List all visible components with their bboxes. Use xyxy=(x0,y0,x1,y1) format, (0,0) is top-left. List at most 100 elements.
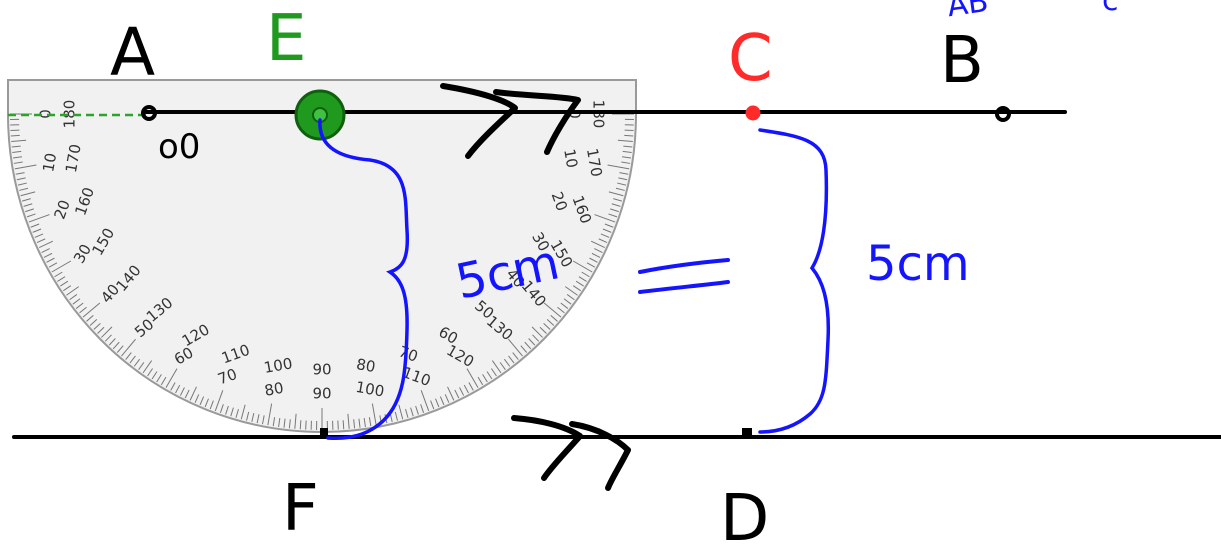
protractor-tick xyxy=(28,214,50,223)
point-b-marker[interactable] xyxy=(995,106,1011,122)
distance-brace-left xyxy=(318,118,410,441)
distance-brace-right xyxy=(758,128,831,434)
protractor-tick xyxy=(363,417,366,427)
protractor-tick xyxy=(439,396,445,406)
protractor-tick xyxy=(539,326,547,334)
protractor-tick xyxy=(572,260,593,273)
point-f-marker[interactable] xyxy=(320,428,328,438)
protractor-tick xyxy=(170,382,176,391)
protractor-tick xyxy=(608,191,624,197)
label-origin: o0 xyxy=(158,127,200,167)
protractor-tick xyxy=(610,208,619,213)
protractor-tick xyxy=(57,276,66,282)
protractor-tick xyxy=(486,371,493,380)
protractor-tick xyxy=(75,302,84,309)
protractor-tick xyxy=(93,323,101,330)
protractor-tick xyxy=(20,191,36,197)
protractor-tick xyxy=(622,150,632,154)
protractor-tick xyxy=(508,355,515,364)
protractor-tick xyxy=(512,352,519,360)
protractor-tick xyxy=(491,368,497,377)
protractor-scale-label: 170 xyxy=(62,143,85,174)
protractor-tick xyxy=(14,164,37,170)
protractor-tick xyxy=(531,326,543,338)
protractor-tick xyxy=(261,415,265,425)
protractor-tick xyxy=(578,276,587,282)
protractor-tick xyxy=(566,294,575,301)
protractor-tick xyxy=(272,417,276,427)
protractor-scale-label: 90 xyxy=(312,385,331,403)
protractor-scale-label: 70 xyxy=(215,365,239,388)
protractor-ticks xyxy=(10,113,634,430)
protractor-tick xyxy=(617,139,633,143)
protractor-tick xyxy=(79,306,87,314)
protractor-tick xyxy=(466,368,479,388)
protractor-tick xyxy=(594,248,603,253)
point-e-handle[interactable] xyxy=(294,89,346,141)
distance-label-right: 5cm xyxy=(866,236,970,292)
protractor-tick xyxy=(235,408,239,418)
protractor-tick xyxy=(184,389,190,399)
protractor-tick xyxy=(12,156,23,159)
protractor-tick xyxy=(520,345,528,353)
protractor-scale-label: 10 xyxy=(39,152,60,174)
protractor-tick xyxy=(543,302,562,318)
protractor-tick xyxy=(619,172,629,175)
protractor-tick xyxy=(175,384,181,394)
protractor-tick xyxy=(468,382,474,391)
protractor-scale-label: 80 xyxy=(263,379,285,400)
protractor-tick xyxy=(586,262,596,268)
protractor-tick xyxy=(267,403,273,426)
protractor-tick xyxy=(11,145,21,148)
protractor-tick xyxy=(621,161,631,164)
protractor-tick xyxy=(66,286,79,296)
protractor-tick xyxy=(581,271,590,278)
protractor-tick xyxy=(204,398,209,408)
protractor-tick xyxy=(420,390,430,412)
protractor-tick xyxy=(482,374,488,383)
protractor-tick xyxy=(524,341,532,350)
protractor-tick xyxy=(72,298,81,305)
protractor-tick xyxy=(532,334,540,342)
protractor-tick xyxy=(104,334,112,342)
protractor-tick xyxy=(225,405,229,415)
protractor-tick xyxy=(394,411,398,421)
protractor-tick xyxy=(398,404,404,420)
protractor-tick xyxy=(405,408,409,418)
protractor-tick xyxy=(598,238,608,243)
protractor-tick xyxy=(575,280,584,287)
protractor-tick xyxy=(444,394,450,403)
protractor-tick xyxy=(23,203,33,207)
label-a: A xyxy=(110,14,155,91)
protractor-tick xyxy=(179,387,185,396)
point-a-marker[interactable] xyxy=(141,105,157,121)
protractor-tick xyxy=(39,240,54,249)
protractor-tick xyxy=(151,371,158,380)
protractor-tick xyxy=(160,376,167,386)
point-d-marker[interactable] xyxy=(742,428,752,438)
protractor-scale-label: 80 xyxy=(355,355,377,376)
protractor-tick xyxy=(347,413,350,429)
protractor-tick xyxy=(108,338,116,346)
protractor-tick xyxy=(420,404,425,413)
protractor-tick xyxy=(63,285,72,292)
protractor-tick xyxy=(624,134,634,137)
protractor-tick xyxy=(147,368,153,377)
protractor-tick xyxy=(138,362,145,370)
protractor-tick xyxy=(125,352,132,360)
protractor-tick xyxy=(415,405,419,415)
protractor-tick xyxy=(430,400,435,410)
protractor-tick xyxy=(617,182,627,186)
protractor-tick xyxy=(26,213,36,218)
protractor-tick xyxy=(165,368,178,388)
protractor-tick xyxy=(214,390,224,412)
protractor-tick xyxy=(563,298,572,305)
point-c-marker[interactable] xyxy=(745,105,761,121)
protractor-tick xyxy=(116,345,124,353)
protractor-scale-label: 100 xyxy=(354,378,385,401)
protractor-tick xyxy=(283,418,286,428)
protractor-tick xyxy=(615,187,625,191)
protractor-tick xyxy=(543,323,551,330)
